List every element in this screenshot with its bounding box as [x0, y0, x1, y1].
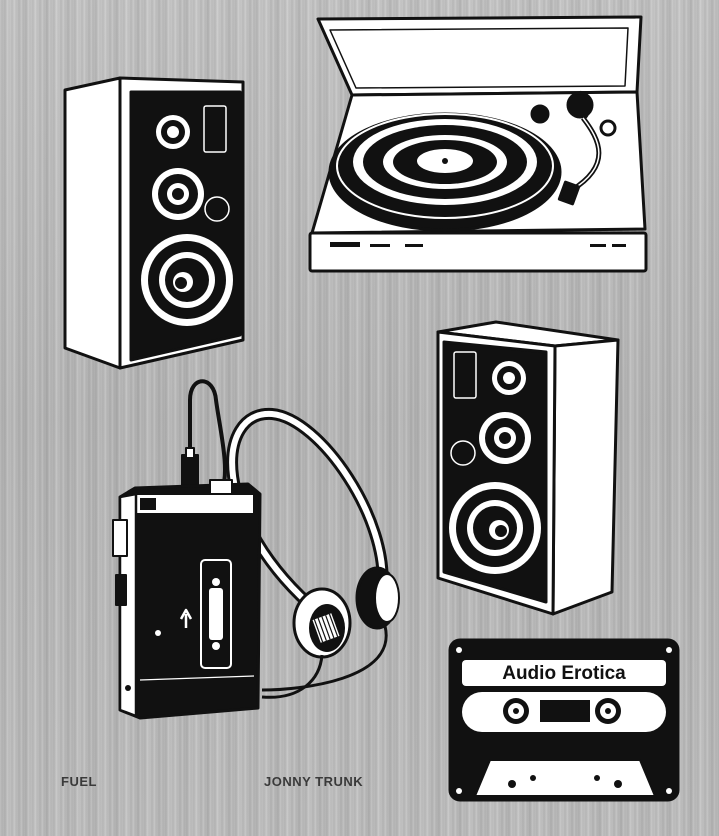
- speaker-right-illustration: [436, 320, 620, 616]
- cassette-label-text: Audio Erotica: [502, 663, 626, 684]
- walkman-illustration: [112, 379, 262, 720]
- cassette-tape-illustration: Audio Erotica: [448, 638, 680, 802]
- publisher-name: FUEL: [61, 774, 97, 789]
- speaker-left-illustration: [63, 76, 245, 370]
- headphones-illustration: [226, 407, 400, 699]
- author-name: JONNY TRUNK: [264, 774, 364, 789]
- turntable-illustration: [308, 15, 648, 273]
